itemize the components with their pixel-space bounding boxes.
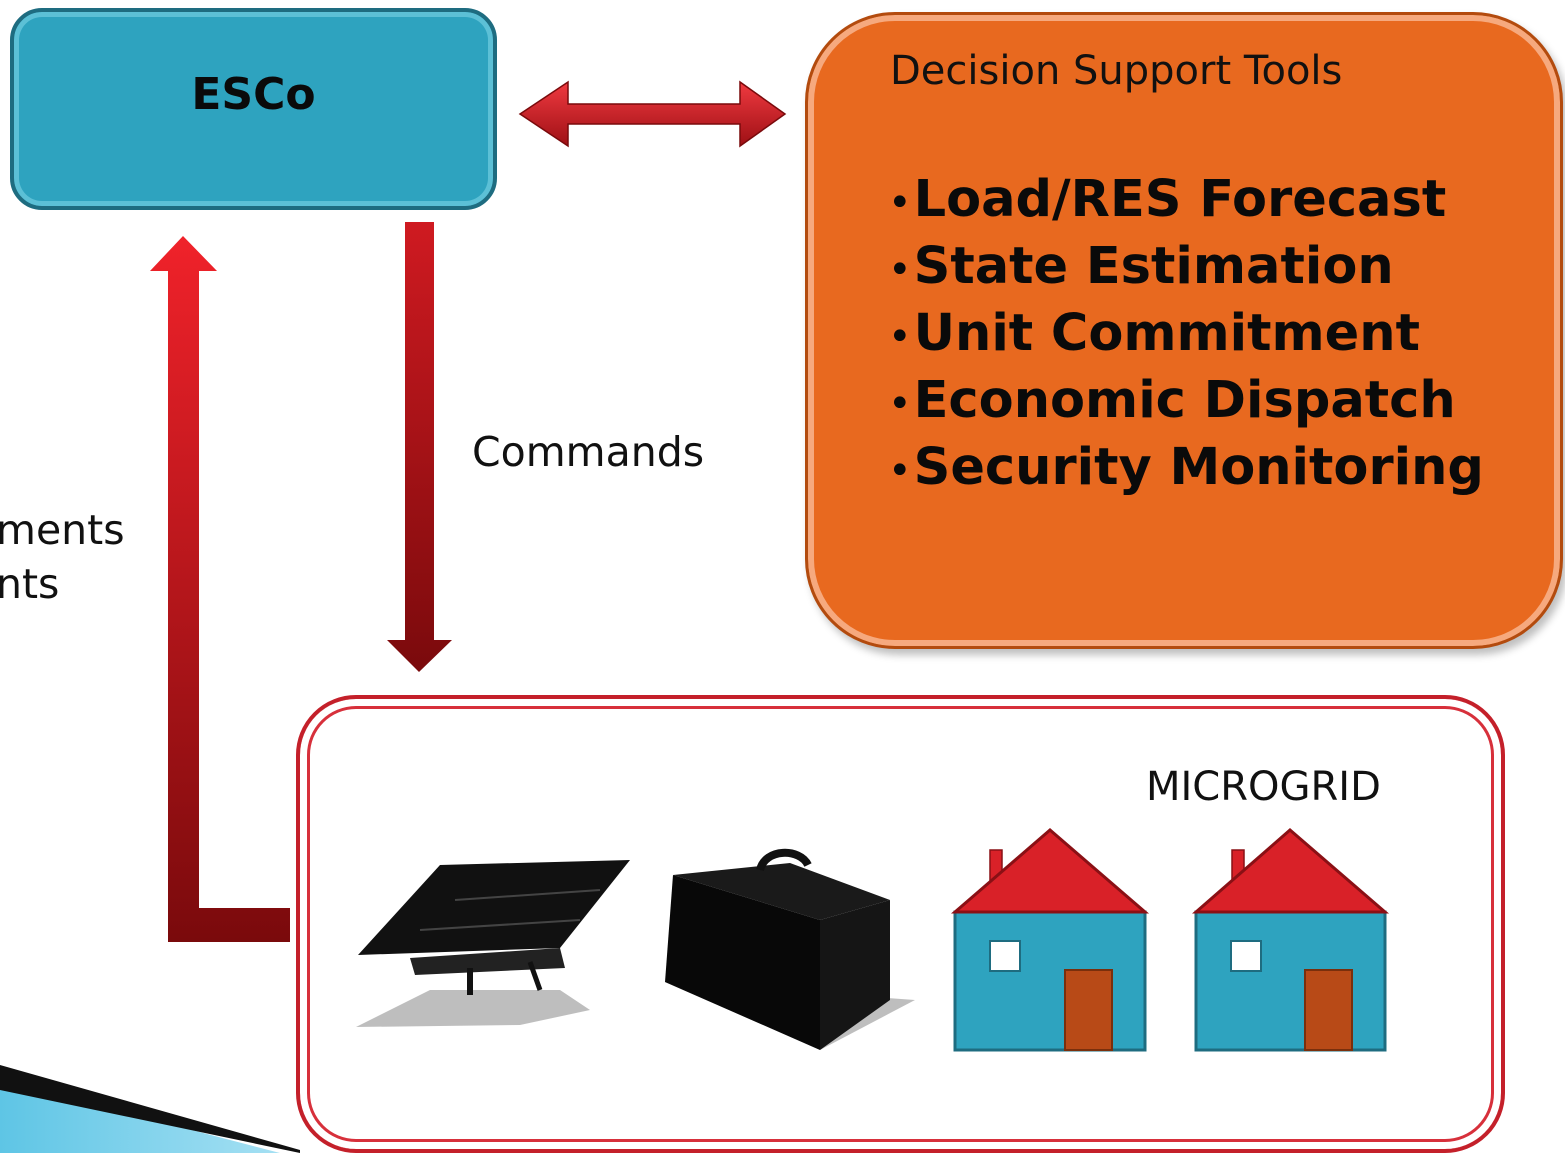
house-icon: [1191, 828, 1390, 1052]
bullet-icon: •: [888, 180, 912, 226]
microgrid-label: MICROGRID: [1146, 764, 1381, 810]
measurements-label-line1: ments: [0, 506, 125, 554]
measurements-label-line2: nts: [0, 560, 60, 608]
decision-support-item: •Security Monitoring: [888, 438, 1484, 497]
bullet-icon: •: [888, 381, 912, 427]
decision-support-item: •Load/RES Forecast: [888, 170, 1447, 229]
decision-support-list: •Load/RES Forecast •State Estimation •Un…: [888, 168, 1484, 503]
bullet-icon: •: [888, 314, 912, 360]
bullet-icon: •: [888, 247, 912, 293]
commands-label: Commands: [472, 428, 705, 476]
decision-support-node: [805, 12, 1563, 649]
decision-support-title: Decision Support Tools: [890, 48, 1343, 94]
commands-down-arrow: [387, 222, 452, 672]
measurements-up-arrow: [150, 236, 290, 942]
decision-support-item: •State Estimation: [888, 237, 1394, 296]
solar-panel-icon: [356, 860, 630, 1027]
decision-support-item: •Unit Commitment: [888, 304, 1420, 363]
house-icon: [950, 828, 1150, 1052]
decision-support-item: •Economic Dispatch: [888, 371, 1456, 430]
esco-label: ESCo: [191, 68, 316, 120]
bidirectional-arrow: [518, 80, 787, 148]
battery-icon: [665, 848, 915, 1050]
esco-node: ESCo: [10, 8, 497, 210]
bullet-icon: •: [888, 448, 912, 494]
corner-decoration: [0, 1065, 300, 1153]
